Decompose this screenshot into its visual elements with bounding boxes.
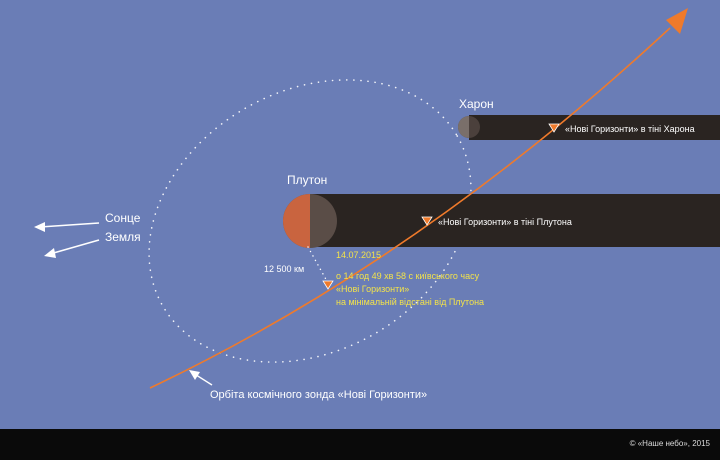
charon-body: [458, 116, 480, 138]
distance-label: 12 500 км: [264, 264, 304, 274]
probe-trajectory: [149, 27, 671, 389]
footer-bar: [0, 429, 720, 460]
shadow-charon-label: «Нові Горизонти» в тіні Харона: [565, 124, 695, 134]
probe-marker-pluto-shadow: [421, 216, 433, 226]
annotation-note: на мінімальній відстані від Плутона: [336, 297, 484, 307]
sun-label: Сонце: [105, 211, 141, 225]
pluto-shadow: [310, 194, 720, 247]
annotation-probe: «Нові Горизонти»: [336, 284, 409, 294]
sun-arrowhead: [34, 222, 45, 232]
pluto-body: [283, 194, 337, 248]
earth-arrowhead: [44, 248, 56, 258]
charon-label: Харон: [459, 97, 494, 111]
orbit-label-arrowhead: [189, 370, 200, 380]
charon-shadow: [469, 115, 720, 140]
charon-lit-side: [458, 116, 469, 138]
probe-marker-charon-shadow: [548, 123, 560, 133]
charon-orbit-dotted: [148, 79, 472, 363]
pluto-label: Плутон: [287, 173, 327, 187]
annotation-time: о 14 год 49 хв 58 с київського часу: [336, 271, 480, 281]
closest-approach-annotation: 14.07.2015 о 14 год 49 хв 58 с київськог…: [336, 250, 484, 307]
closest-distance-line: [307, 246, 329, 284]
orbit-label: Орбіта космічного зонда «Нові Горизонти»: [210, 389, 427, 401]
earth-label: Земля: [105, 230, 141, 244]
copyright-credit: © «Наше небо», 2015: [630, 439, 711, 448]
probe-marker-closest: [322, 280, 334, 290]
pluto-lit-side: [283, 194, 310, 248]
trajectory-arrowhead: [666, 8, 688, 34]
earth-direction-arrow: [49, 239, 100, 255]
sun-direction-arrow: [39, 222, 100, 228]
shadow-pluto-label: «Нові Горизонти» в тіні Плутона: [438, 217, 572, 227]
annotation-date: 14.07.2015: [336, 250, 381, 260]
